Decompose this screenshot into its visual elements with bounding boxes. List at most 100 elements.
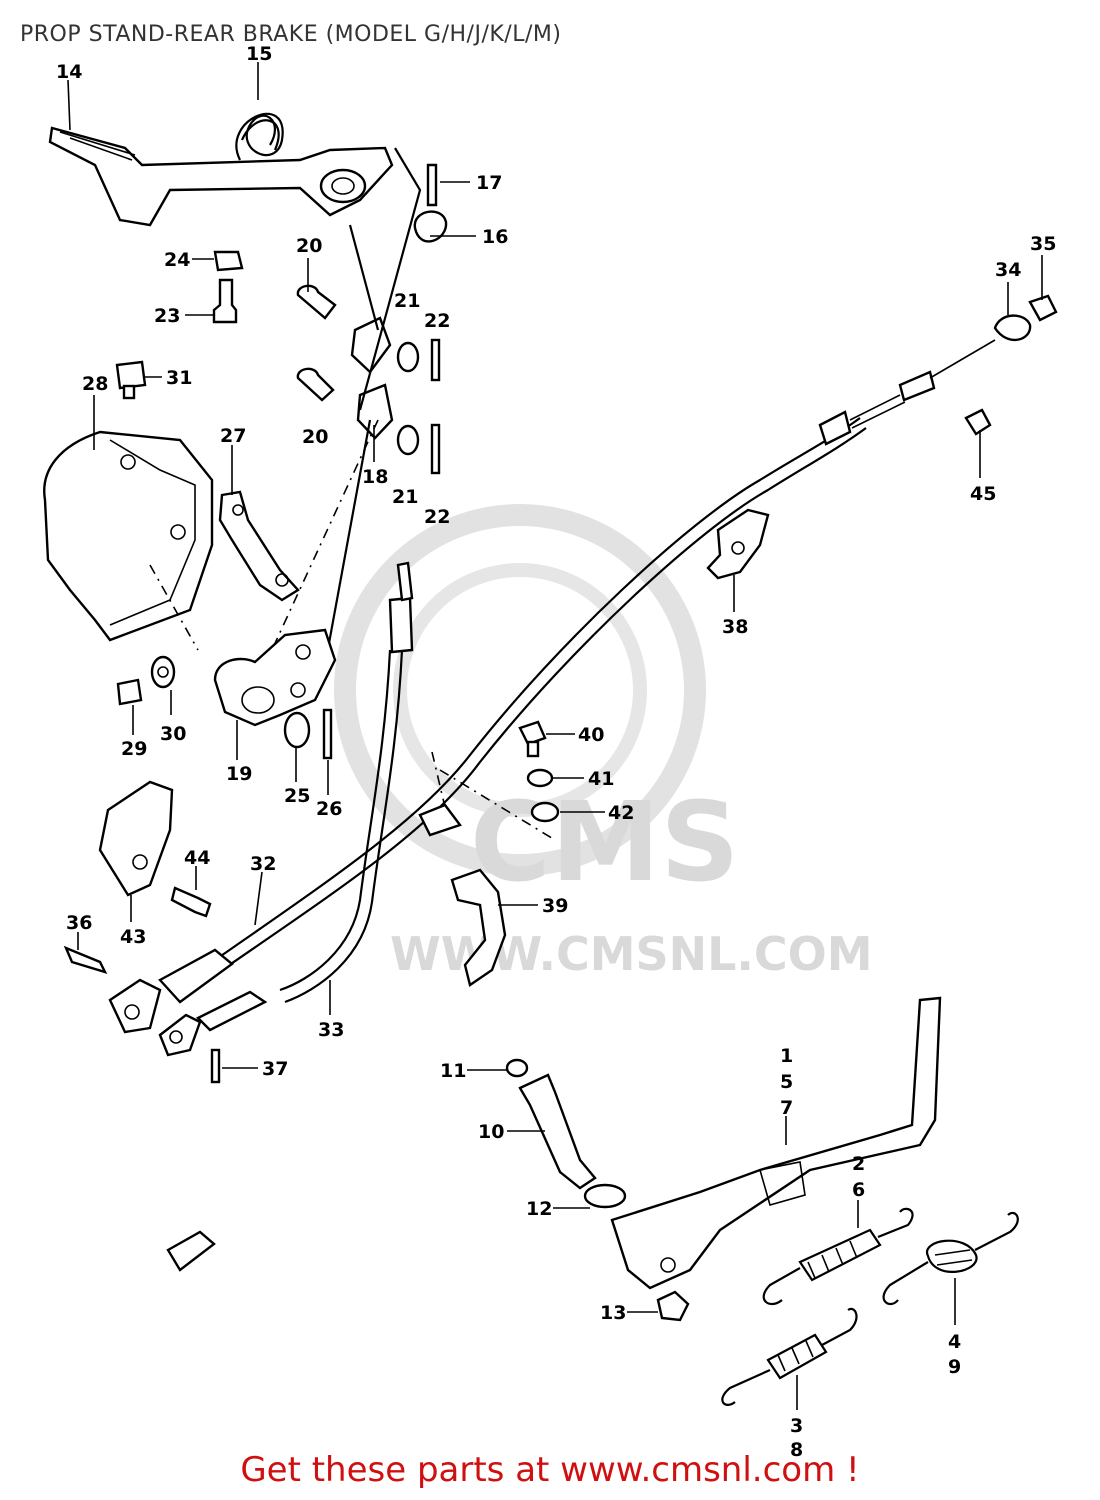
bolt-23 xyxy=(212,278,238,324)
brake-rod xyxy=(348,147,422,411)
callout-2: 2 xyxy=(852,1153,865,1175)
cover-43 xyxy=(98,780,174,897)
callout-13: 13 xyxy=(600,1302,626,1324)
nut-11 xyxy=(505,1058,529,1078)
nut-24 xyxy=(213,250,244,272)
callout-7: 7 xyxy=(780,1097,793,1119)
callout-34: 34 xyxy=(995,259,1021,281)
callout-33: 33 xyxy=(318,1019,344,1041)
callout-22-lower: 22 xyxy=(424,506,450,528)
callout-32: 32 xyxy=(250,853,276,875)
callout-28: 28 xyxy=(82,373,108,395)
callout-37: 37 xyxy=(262,1058,288,1080)
nut-35 xyxy=(1028,294,1058,322)
callout-15: 15 xyxy=(246,43,272,65)
callout-14: 14 xyxy=(56,61,82,83)
washer-41 xyxy=(526,768,554,788)
callout-44: 44 xyxy=(184,847,210,869)
callout-4: 4 xyxy=(948,1331,961,1353)
front-arrow-icon xyxy=(166,1230,216,1272)
watermark-url: WWW.CMSNL.COM xyxy=(390,927,873,981)
callout-41: 41 xyxy=(588,768,614,790)
joint-18 xyxy=(356,383,394,440)
callout-1: 1 xyxy=(780,1045,793,1067)
callout-36: 36 xyxy=(66,912,92,934)
cable-33 xyxy=(279,649,392,992)
callout-5: 5 xyxy=(780,1071,793,1093)
callout-20-lower: 20 xyxy=(302,426,328,448)
cap-16 xyxy=(413,210,448,243)
callout-38: 38 xyxy=(722,616,748,638)
pin-20-lower xyxy=(296,367,335,402)
pin-45 xyxy=(964,408,992,436)
bolt-29 xyxy=(116,678,143,706)
cotter-pin-22-lower xyxy=(430,423,441,475)
cable-32 xyxy=(217,417,861,959)
watermark: CMS WWW.CMSNL.COM xyxy=(334,504,873,981)
washer-30 xyxy=(150,655,176,689)
callout-25: 25 xyxy=(284,785,310,807)
callout-8-wrap: 8 xyxy=(790,1439,803,1461)
cotter-pin-22-upper xyxy=(430,338,441,382)
callout-12: 12 xyxy=(526,1198,552,1220)
callout-43: 43 xyxy=(120,926,146,948)
callout-27: 27 xyxy=(220,425,246,447)
washer-21-upper xyxy=(396,341,420,373)
callout-42: 42 xyxy=(608,802,634,824)
callout-labels: 14 15 17 16 24 23 20 21 22 31 28 20 18 2… xyxy=(56,43,1056,1437)
callout-31: 31 xyxy=(166,367,192,389)
nut-34 xyxy=(993,314,1032,342)
cotter-pin-37 xyxy=(210,1048,221,1084)
washer-25 xyxy=(283,711,311,749)
clamp-39 xyxy=(450,868,507,987)
cotter-pin-17 xyxy=(426,163,438,207)
footer-link[interactable]: Get these parts at www.cmsnl.com ! xyxy=(240,1450,860,1490)
callout-10: 10 xyxy=(478,1121,504,1143)
clamp-38 xyxy=(706,508,770,580)
callout-23: 23 xyxy=(154,305,180,327)
callout-30: 30 xyxy=(160,723,186,745)
callout-9: 9 xyxy=(948,1356,961,1378)
footrest-bracket-28 xyxy=(43,430,214,642)
callout-8: 8 xyxy=(790,1439,803,1461)
callout-18: 18 xyxy=(362,466,388,488)
pin-20-upper xyxy=(296,284,337,320)
callout-21-upper: 21 xyxy=(394,290,420,312)
cotter-pin-26 xyxy=(322,708,333,760)
nut-42 xyxy=(530,801,560,823)
spring-3-8 xyxy=(721,1307,858,1406)
leader-lines xyxy=(67,62,1043,1410)
callout-35: 35 xyxy=(1030,233,1056,255)
prop-stand xyxy=(610,996,942,1290)
bolt-40 xyxy=(518,720,547,746)
callout-45: 45 xyxy=(970,483,996,505)
callout-16: 16 xyxy=(482,226,508,248)
callout-26: 26 xyxy=(316,798,342,820)
spring-2-6 xyxy=(762,1207,914,1306)
brake-pedal xyxy=(48,126,394,227)
callout-17: 17 xyxy=(476,172,502,194)
washer-21-lower xyxy=(396,424,420,456)
parts-diagram: CMS WWW.CMSNL.COM xyxy=(43,43,1058,1437)
callout-19: 19 xyxy=(226,763,252,785)
callout-6: 6 xyxy=(852,1179,865,1201)
joint-upper xyxy=(350,316,392,374)
bolt-31 xyxy=(115,360,147,390)
spring-4-9 xyxy=(882,1211,1019,1306)
brake-rod-lower xyxy=(323,419,372,666)
nut-13 xyxy=(656,1290,690,1322)
page-title: PROP STAND-REAR BRAKE (MODEL G/H/J/K/L/M… xyxy=(20,22,562,47)
return-spring xyxy=(235,112,284,161)
callout-40: 40 xyxy=(578,724,604,746)
washer-12 xyxy=(583,1183,627,1209)
pin-36 xyxy=(63,945,108,974)
plate-27 xyxy=(218,490,300,602)
callout-21-lower: 21 xyxy=(392,486,418,508)
callout-29: 29 xyxy=(121,738,147,760)
bolt-10 xyxy=(518,1073,597,1190)
callout-20-upper: 20 xyxy=(296,235,322,257)
bolt-44 xyxy=(170,886,212,918)
watermark-brand: CMS xyxy=(470,778,739,906)
brake-arm-19 xyxy=(213,628,337,727)
callout-39: 39 xyxy=(542,895,568,917)
